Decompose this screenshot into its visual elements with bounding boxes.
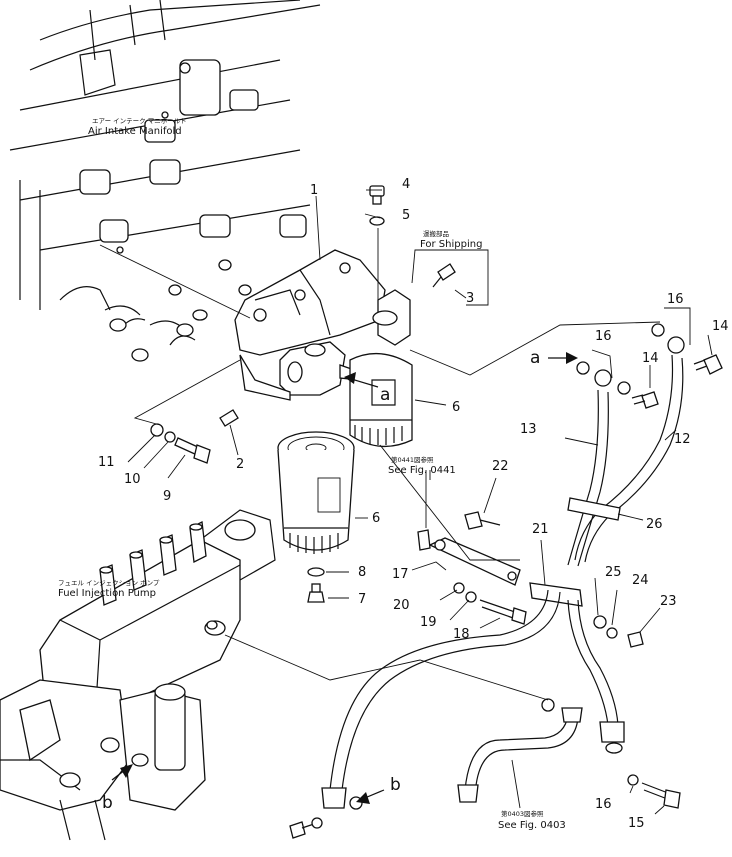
washer-16-mid <box>617 381 631 395</box>
callout-16-bottom: 16 <box>595 797 612 812</box>
washer-upper <box>541 698 555 712</box>
washer-25 <box>593 615 607 629</box>
marker-a-left: a <box>380 385 390 405</box>
callout-18: 18 <box>453 627 470 642</box>
callout-5: 5 <box>402 208 410 223</box>
leader-lines <box>99 189 713 815</box>
bolt-9 <box>174 437 211 464</box>
callout-25: 25 <box>605 565 622 580</box>
callout-21: 21 <box>532 522 549 537</box>
callout-22: 22 <box>492 459 509 474</box>
nut-23 <box>627 631 644 648</box>
washer-16-top <box>651 323 665 337</box>
washer-10 <box>164 431 176 443</box>
washer-16-bottom <box>627 774 639 786</box>
callout-14-top: 14 <box>712 319 729 334</box>
shipping-label: For Shipping <box>420 239 482 250</box>
fuel-pump-label-jp: フュエル インジェクション ポンプ <box>58 579 160 587</box>
hose-lower-left <box>321 589 561 809</box>
callout-9: 9 <box>163 489 171 504</box>
fuel-injection-pump <box>0 509 276 841</box>
marker-b-bottom: b <box>390 775 401 795</box>
clamp-bracket-21 <box>529 582 583 607</box>
callout-6-right: 6 <box>452 400 460 415</box>
see0403-label: See Fig. 0403 <box>498 820 566 831</box>
hose-13 <box>567 369 612 567</box>
fuel-pump-label: Fuel Injection Pump <box>58 588 156 599</box>
washer-5 <box>369 216 385 226</box>
air-intake-label: Air Intake Manifold <box>88 126 182 137</box>
callout-2: 2 <box>236 457 244 472</box>
see0441-label: See Fig. 0441 <box>388 465 456 476</box>
arrow-b-bottom <box>356 789 385 804</box>
arrow-a-right <box>548 352 578 364</box>
arrow-b-left <box>111 764 133 781</box>
shipping-label-jp: 運搬部品 <box>423 229 449 238</box>
fuel-filter-installed <box>349 352 413 448</box>
bolt-bottom <box>289 821 315 839</box>
air-intake-label-jp: エアー インテーク マニホールド <box>92 117 187 125</box>
callout-16-top: 16 <box>667 292 684 307</box>
callout-numbers: 1 2 3 4 5 6 6 7 8 9 10 11 12 13 14 14 15… <box>98 177 729 831</box>
callout-20: 20 <box>393 598 410 613</box>
marker-a-right: a <box>530 348 540 368</box>
callout-24: 24 <box>632 573 649 588</box>
fuel-filter-loose <box>277 431 355 554</box>
bolt-3 <box>432 263 456 288</box>
callout-16-mid: 16 <box>595 329 612 344</box>
callout-10: 10 <box>124 472 141 487</box>
pump-injectors <box>99 521 207 606</box>
callout-15: 15 <box>628 816 645 831</box>
callout-19: 19 <box>420 615 437 630</box>
callout-8: 8 <box>358 565 366 580</box>
bolt-2 <box>219 409 239 427</box>
bolt-15 <box>641 782 681 809</box>
callout-17: 17 <box>392 567 409 582</box>
clip-0441 <box>417 529 431 551</box>
bolt-18 <box>479 599 527 625</box>
see0441-label-jp: 第0441図参照 <box>391 455 434 464</box>
callout-7: 7 <box>358 592 366 607</box>
bolt-4 <box>369 185 385 205</box>
callout-6-left: 6 <box>372 511 380 526</box>
washer-11 <box>150 423 164 437</box>
bolt-14-mid <box>631 391 659 409</box>
washer-20 <box>453 582 465 594</box>
callout-14-mid: 14 <box>642 351 659 366</box>
air-intake-manifold <box>9 0 321 362</box>
bolt-14-top <box>693 354 723 375</box>
callout-11: 11 <box>98 455 115 470</box>
bracket-17 <box>428 537 521 586</box>
callout-4: 4 <box>402 177 410 192</box>
washer-24 <box>606 627 618 639</box>
callout-1: 1 <box>310 183 318 198</box>
bolt-22 <box>464 511 501 530</box>
callout-12: 12 <box>674 432 691 447</box>
plug-7 <box>307 583 325 603</box>
callout-13: 13 <box>520 422 537 437</box>
hose-12 <box>574 336 685 563</box>
hose-lower-right <box>567 599 625 754</box>
washer-a-right <box>576 361 590 375</box>
marker-b-left: b <box>102 793 113 813</box>
callout-23: 23 <box>660 594 677 609</box>
washer-8 <box>307 567 325 577</box>
callout-26: 26 <box>646 517 663 532</box>
see0403-label-jp: 第0403図参照 <box>501 809 544 818</box>
callout-3: 3 <box>466 291 474 306</box>
filter-head-bracket <box>234 249 411 401</box>
washer-19 <box>465 591 477 603</box>
hose-0403 <box>457 707 583 803</box>
washer-bottom <box>311 817 323 829</box>
arrow-a-left <box>344 372 379 388</box>
clamp-26 <box>567 497 621 521</box>
